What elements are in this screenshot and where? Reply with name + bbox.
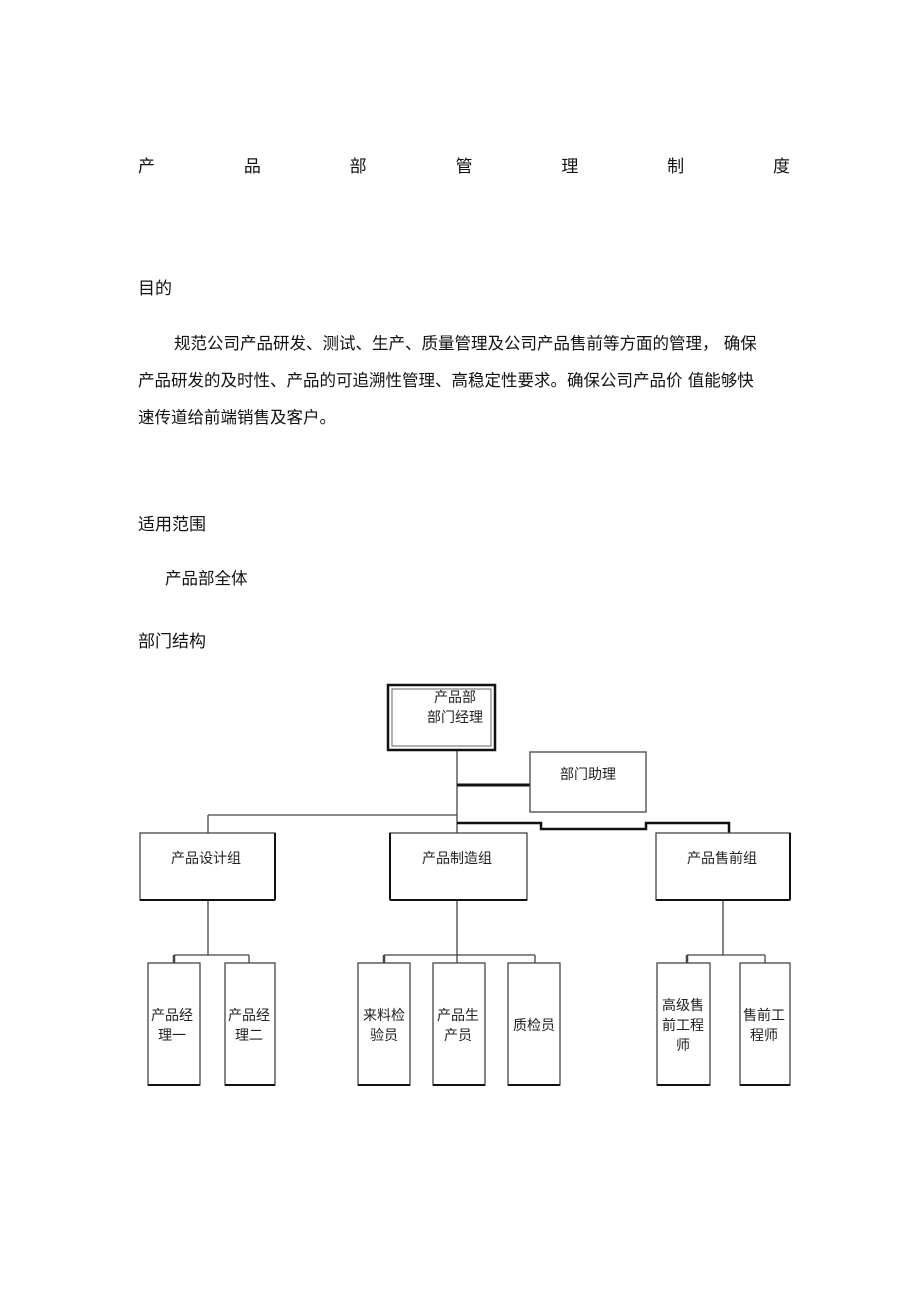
purpose-paragraph: 规范公司产品研发、测试、生产、质量管理及公司产品售前等方面的管理， 确保 产品研…: [138, 325, 798, 436]
member-box: [432, 962, 486, 1086]
member-label: 师: [676, 1038, 690, 1054]
member-box: [147, 962, 201, 1086]
title-char: 度: [772, 157, 790, 177]
member-label: 售前工: [743, 1007, 785, 1024]
title-char: 产: [138, 157, 155, 177]
member-label: 理一: [158, 1028, 186, 1044]
member-label: 产品生: [437, 1008, 479, 1024]
member-label: 验员: [370, 1028, 398, 1044]
title-char: 部: [349, 157, 367, 177]
title-char: 制: [667, 157, 685, 177]
purpose-line: 速传道给前端销售及客户。: [138, 408, 336, 427]
member-label: 前工程: [662, 1017, 704, 1034]
group-label: 产品设计组: [171, 851, 241, 867]
scope-text: 产品部全体: [165, 569, 248, 588]
structure-heading: 部门结构: [138, 632, 206, 652]
title-char: 品: [243, 157, 261, 177]
member-label: 产品经: [228, 1008, 270, 1024]
scope-heading: 适用范围: [138, 515, 206, 535]
assistant-box: [529, 751, 647, 813]
member-label: 程师: [750, 1028, 778, 1044]
member-label: 来料检: [363, 1008, 405, 1024]
member-box: [357, 962, 411, 1086]
group-label: 产品制造组: [422, 851, 492, 867]
purpose-line: 产品研发的及时性、产品的可追溯性管理、高稳定性要求。确保公司产品价 值能够快: [138, 371, 754, 390]
purpose-line: 规范公司产品研发、测试、生产、质量管理及公司产品售前等方面的管理， 确保: [174, 334, 757, 353]
assistant-label: 部门助理: [560, 767, 616, 783]
member-label: 产品经: [151, 1008, 193, 1024]
member-label: 高级售: [662, 997, 704, 1014]
member-box: [224, 962, 276, 1086]
title-char: 理: [561, 157, 579, 177]
manager-label: 产品部: [434, 690, 476, 706]
manager-label: 部门经理: [427, 710, 483, 726]
manager-box: [386, 683, 497, 752]
purpose-heading: 目的: [138, 279, 172, 299]
group-label: 产品售前组: [687, 850, 757, 867]
member-label: 质检员: [513, 1018, 555, 1034]
document-title: 产 品 部 管 理 制 度: [138, 152, 790, 177]
member-box: [739, 962, 791, 1086]
member-label: 产员: [444, 1028, 472, 1044]
member-label: 理二: [235, 1028, 263, 1044]
title-char: 管: [455, 157, 473, 177]
